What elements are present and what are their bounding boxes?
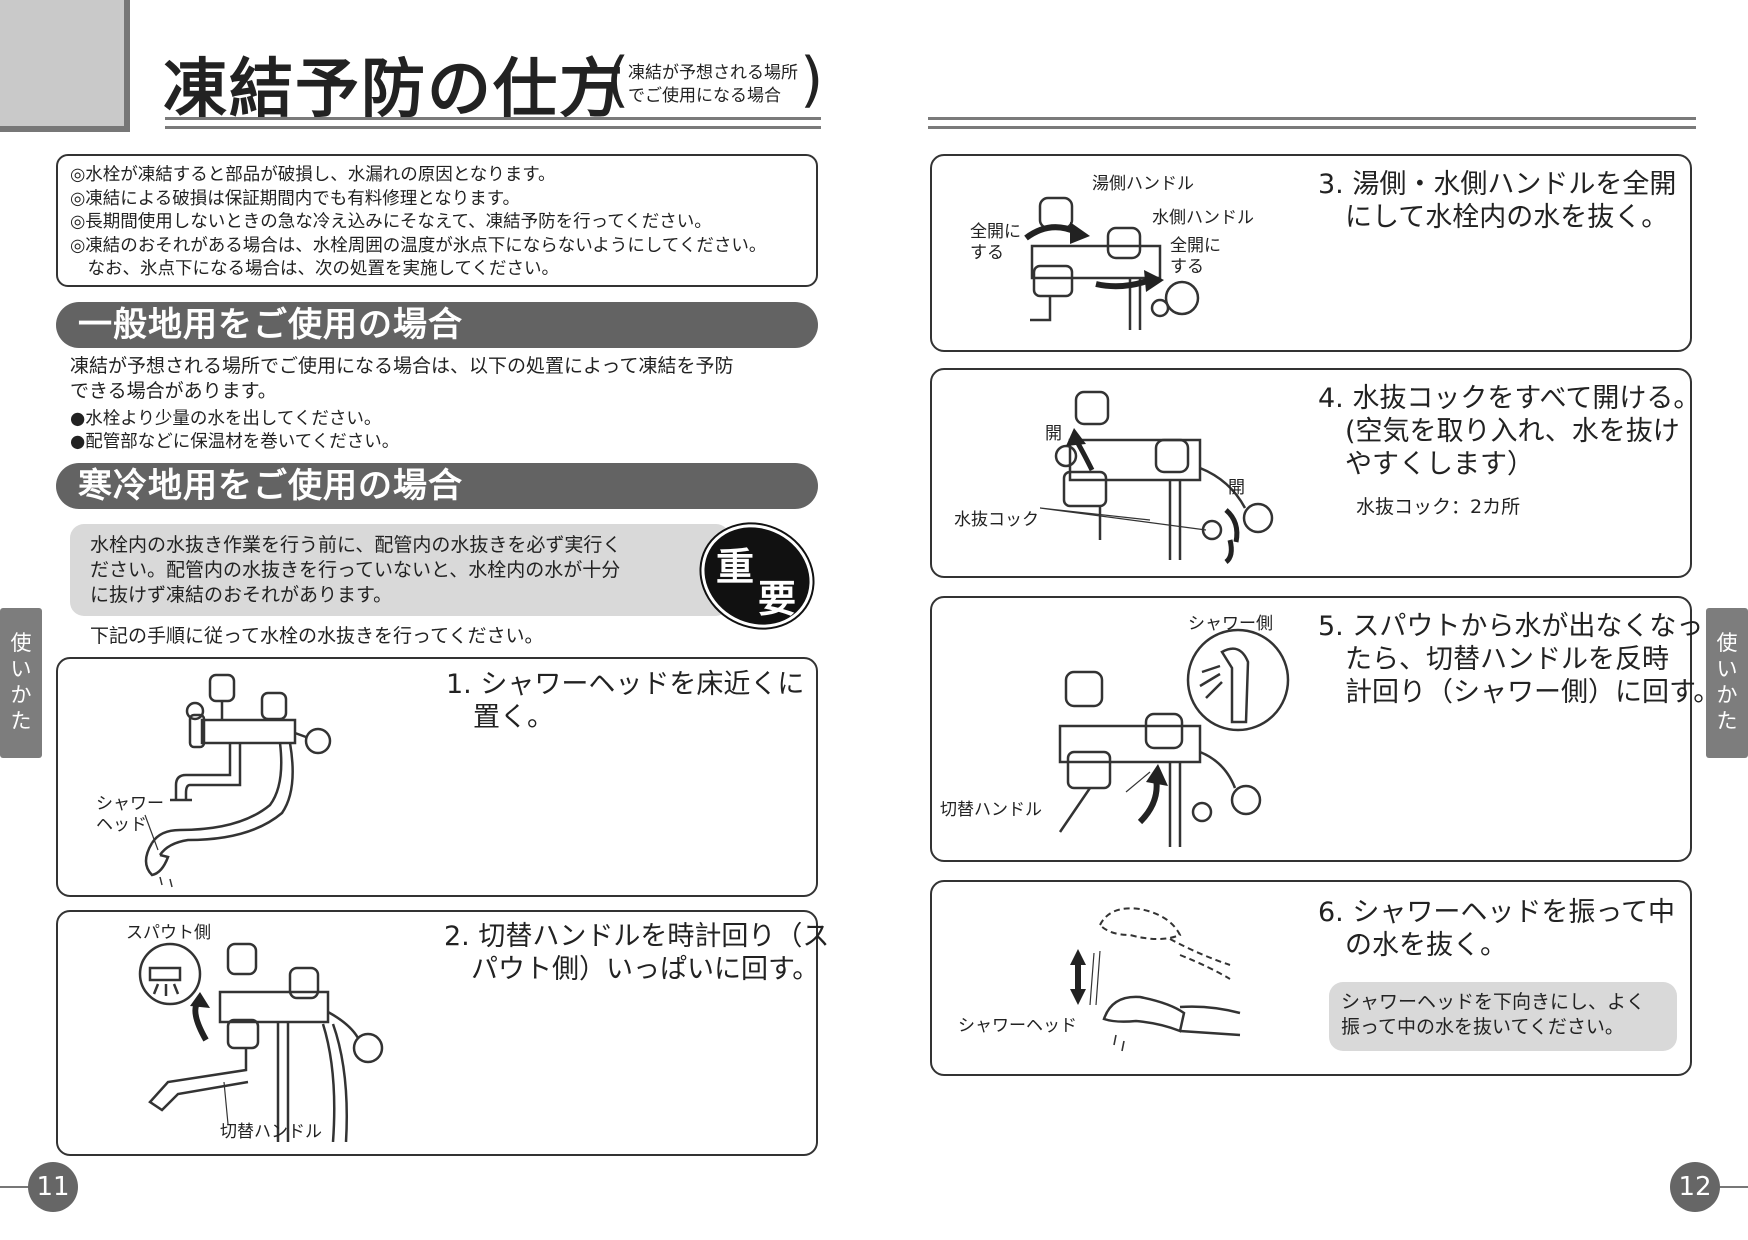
step-5-box [930,596,1692,862]
step-4-subtext: 水抜コック：2カ所 [1356,496,1521,518]
step-1-title: 1. シャワーヘッドを床近くに 置く。 [446,669,805,733]
section-heading-general: 一般地用をご使用の場合 [56,302,818,348]
step-5-title: 5. スパウトから水が出なくなっ たら、切替ハンドルを反時 計回り（シャワー側）… [1318,611,1721,708]
section-heading-cold: 寒冷地用をご使用の場合 [56,463,818,509]
label-spout-side: スパウト側 [126,923,211,943]
header-rule-left-1 [165,117,821,120]
faucet-illustration-step-1 [144,673,332,888]
label-fully-open-left: 全開に する [970,222,1021,263]
corner-tab-block [0,0,130,132]
step-3-box [930,154,1692,352]
shower-head-illustration-step-6 [1070,907,1241,1052]
faucet-illustration-step-4 [1040,390,1274,564]
page-number-left: 11 [28,1162,78,1212]
step-4-title: 4. 水抜コックをすべて開ける。 (空気を取り入れ、水を抜け やすくします） [1318,383,1701,480]
important-badge-char-1: 重 [716,545,755,589]
label-fully-open-right: 全開に する [1170,236,1221,277]
label-switch-handle-step5: 切替ハンドル [940,800,1042,820]
important-badge-char-2: 要 [758,577,797,621]
label-open-2: 開 [1228,478,1245,498]
faucet-illustration-step-5 [1058,628,1290,847]
step-2-title: 2. 切替ハンドルを時計回り（ス パウト側）いっぱいに回す。 [444,921,830,985]
header-rule-right-1 [928,117,1696,120]
label-drain-cock: 水抜コック [954,510,1039,530]
side-tab-right: 使 い か た [1706,608,1748,758]
title-paren-close: ) [800,45,824,115]
header-rule-right-2 [928,126,1696,129]
faucet-illustration-step-2 [138,942,384,1142]
step-3-title: 3. 湯側・水側ハンドルを全開 にして水栓内の水を抜く。 [1318,169,1677,233]
cold-instruction: 下記の手順に従って水栓の水抜きを行ってください。 [90,625,544,647]
label-cold-handle: 水側ハンドル [1152,208,1254,228]
page-number-line-left [0,1186,30,1188]
step-6-title: 6. シャワーヘッドを振って中 の水を抜く。 [1318,897,1675,961]
page-subtitle: 凍結が予想される場所 でご使用になる場合 [628,63,798,106]
label-shower-head-step1: シャワー ヘッド [96,794,164,835]
step-1-box [56,657,818,897]
label-shower-side: シャワー側 [1188,614,1273,634]
label-open-1: 開 [1045,424,1062,444]
page-number-right: 12 [1670,1162,1720,1212]
side-tab-left: 使 い か た [0,608,42,758]
page-title: 凍結予防の仕方 [163,53,625,127]
step-6-hint-box: シャワーヘッドを下向きにし、よく 振って中の水を抜いてください。 [1329,982,1677,1051]
step-4-box [930,368,1692,578]
label-shower-head-step6: シャワーヘッド [958,1016,1077,1036]
step-2-box [56,910,818,1156]
general-intro: 凍結が予想される場所でご使用になる場合は、以下の処置によって凍結を予防 できる場… [70,355,734,402]
page-number-line-right [1718,1186,1748,1188]
notice-box: ◎水栓が凍結すると部品が破損し、水漏れの原因となります。 ◎凍結による破損は保証… [56,154,818,287]
header-rule-left-2 [165,126,821,129]
label-switch-handle-step2: 切替ハンドル [220,1122,322,1142]
faucet-illustration-step-3 [1024,196,1200,330]
label-hot-handle: 湯側ハンドル [1092,174,1194,194]
title-paren-open: ( [606,45,630,115]
general-bullets: ●水栓より少量の水を出してください。 ●配管部などに保温材を巻いてください。 [70,409,400,452]
warning-box: 水栓内の水抜き作業を行う前に、配管内の水抜きを必ず実行く ださい。配管内の水抜き… [70,524,730,616]
